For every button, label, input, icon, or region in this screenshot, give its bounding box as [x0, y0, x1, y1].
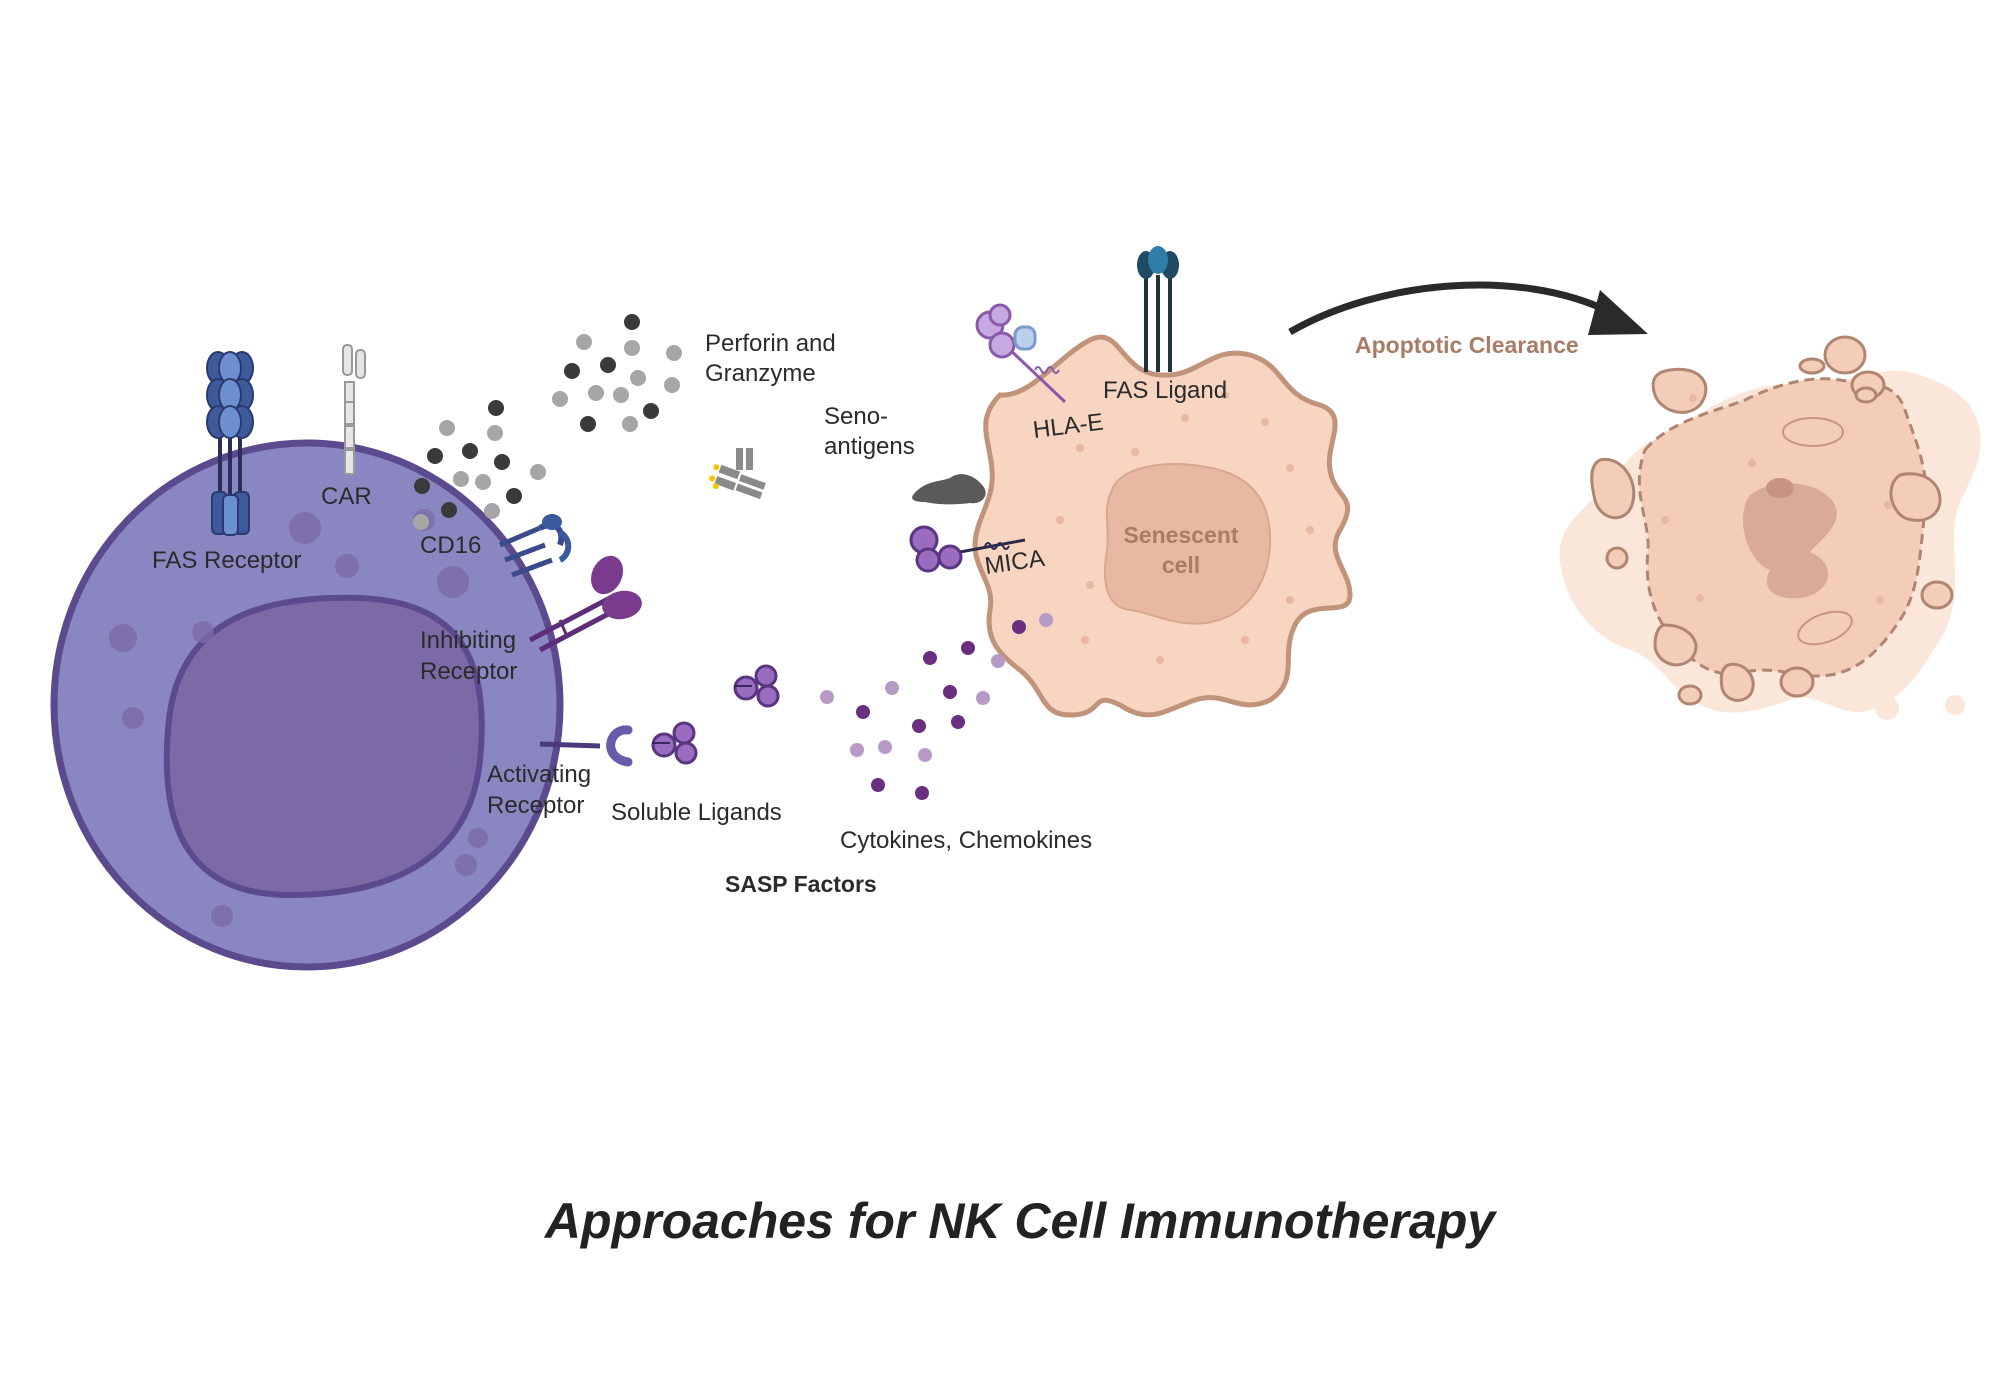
perforin-label-line1: Perforin and: [705, 330, 836, 357]
cd16-label: CD16: [420, 532, 481, 559]
senescent-cell-icon: [972, 334, 1353, 718]
apoptotic-clearance-label: Apoptotic Clearance: [1355, 332, 1579, 358]
senescent-cell-label-line2: cell: [1162, 552, 1200, 578]
inhibiting-receptor-label-line2: Receptor: [420, 658, 517, 685]
hla-e-icon: [975, 303, 1067, 404]
nk-cell-icon: [50, 439, 564, 971]
inhibiting-receptor-icon: [528, 555, 642, 653]
fas-ligand-icon: [1137, 246, 1179, 372]
cytokines-chemokines-label: Cytokines, Chemokines: [840, 827, 1092, 854]
soluble-ligand-icon: [651, 664, 780, 765]
seno-antigens-label-line2: antigens: [824, 433, 915, 460]
car-label: CAR: [321, 483, 372, 510]
arrow-icon: [1288, 281, 1648, 336]
mica-icon: [909, 525, 1026, 573]
fas-ligand-label: FAS Ligand: [1103, 377, 1227, 404]
inhibiting-receptor-label-line1: Inhibiting: [420, 627, 516, 654]
perforin-granzyme-icon: [413, 314, 682, 530]
activating-receptor-label-line2: Receptor: [487, 792, 584, 819]
seno-antigen-icon: [912, 474, 986, 505]
soluble-ligands-label: Soluble Ligands: [611, 799, 782, 826]
senescent-cell-label-line1: Senescent: [1123, 522, 1238, 548]
fas-receptor-label: FAS Receptor: [152, 547, 301, 574]
seno-antigens-label-line1: Seno-: [824, 403, 888, 430]
apoptotic-cell-icon: [1559, 335, 1981, 720]
figure-title: Approaches for NK Cell Immunotherapy: [543, 1193, 1497, 1249]
activating-receptor-label-line1: Activating: [487, 761, 591, 788]
sasp-factors-label: SASP Factors: [725, 871, 877, 897]
antibody-icon: [709, 448, 766, 500]
activating-receptor-icon: [539, 725, 633, 767]
perforin-label-line2: Granzyme: [705, 360, 816, 387]
cytokine-icon: [820, 613, 1053, 800]
cd16-icon: [499, 514, 572, 578]
car-icon: [342, 344, 366, 475]
fas-receptor-icon: [206, 351, 254, 536]
